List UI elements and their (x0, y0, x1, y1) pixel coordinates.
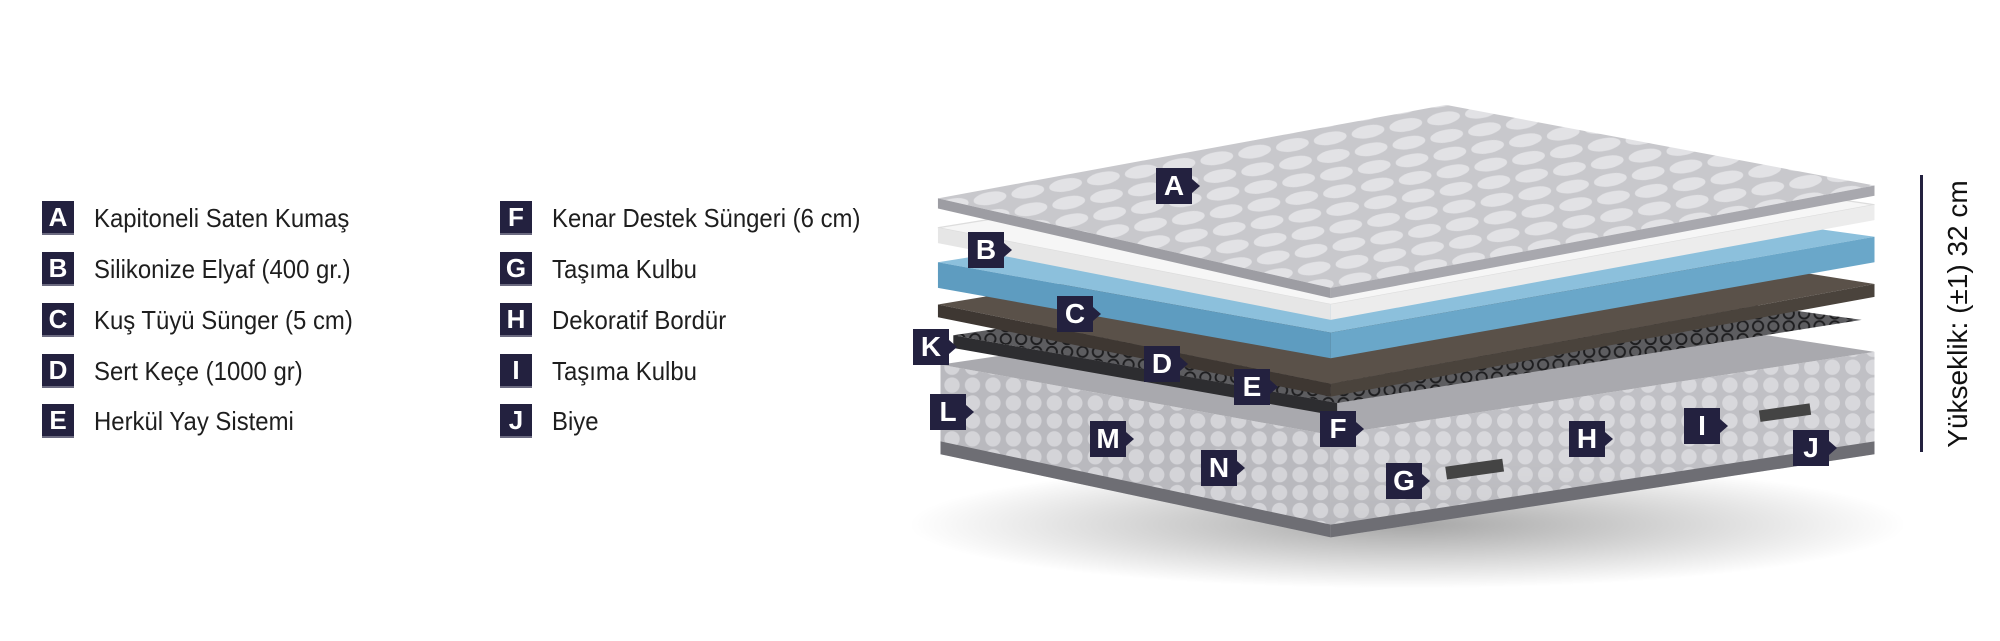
legend-item: D Sert Keçe (1000 gr) (42, 354, 321, 388)
legend-badge: C (42, 303, 74, 337)
legend-item: J Biye (500, 404, 603, 438)
legend-item: C Kuş Tüyü Sünger (5 cm) (42, 303, 375, 337)
legend-label: Sert Keçe (1000 gr) (94, 355, 303, 386)
legend-label: Kuş Tüyü Sünger (5 cm) (94, 304, 353, 335)
legend-item: G Taşıma Kulbu (500, 252, 710, 286)
handle-g (1445, 458, 1505, 480)
legend-item: A Kapitoneli Saten Kumaş (42, 201, 372, 235)
diagram-tag-c: C (1057, 296, 1101, 332)
legend-badge: A (42, 201, 74, 235)
legend-badge: H (500, 303, 532, 337)
handle-i (1758, 403, 1812, 422)
diagram-tag-i: I (1684, 408, 1728, 444)
legend-badge: I (500, 354, 532, 388)
legend-item: I Taşıma Kulbu (500, 354, 710, 388)
height-indicator-line (1920, 175, 1923, 452)
legend-label: Taşıma Kulbu (552, 253, 697, 284)
legend-label: Silikonize Elyaf (400 gr.) (94, 253, 351, 284)
legend-item: E Herkül Yay Sistemi (42, 404, 311, 438)
diagram-tag-g: G (1386, 463, 1430, 499)
diagram-tag-e: E (1234, 369, 1278, 405)
diagram-tag-j: J (1793, 430, 1837, 466)
legend-item: B Silikonize Elyaf (400 gr.) (42, 252, 373, 286)
legend-badge: B (42, 252, 74, 286)
diagram-tag-a: A (1156, 168, 1200, 204)
legend-badge: E (42, 404, 74, 438)
diagram-tag-f: F (1320, 411, 1364, 447)
legend-item: H Dekoratif Bordür (500, 303, 741, 337)
legend-badge: G (500, 252, 532, 286)
legend-badge: J (500, 404, 532, 438)
legend-item: F Kenar Destek Süngeri (6 cm) (500, 201, 887, 235)
diagram-tag-b: B (968, 232, 1012, 268)
diagram-tag-m: M (1090, 421, 1134, 457)
diagram-tag-h: H (1569, 421, 1613, 457)
diagram-tag-n: N (1201, 450, 1245, 486)
legend-label: Biye (552, 405, 599, 436)
diagram-tag-d: D (1144, 346, 1188, 382)
diagram-tag-k: K (913, 329, 957, 365)
height-label: Yükseklik: (±1) 32 cm (1942, 180, 1973, 448)
legend-label: Herkül Yay Sistemi (94, 405, 294, 436)
legend-label: Kapitoneli Saten Kumaş (94, 202, 350, 233)
legend-label: Dekoratif Bordür (552, 304, 727, 335)
legend-badge: F (500, 201, 532, 235)
legend-label: Kenar Destek Süngeri (6 cm) (552, 202, 861, 233)
diagram-tag-l: L (930, 394, 974, 430)
quilted-top-layer (937, 104, 1875, 299)
legend-badge: D (42, 354, 74, 388)
legend-label: Taşıma Kulbu (552, 355, 697, 386)
